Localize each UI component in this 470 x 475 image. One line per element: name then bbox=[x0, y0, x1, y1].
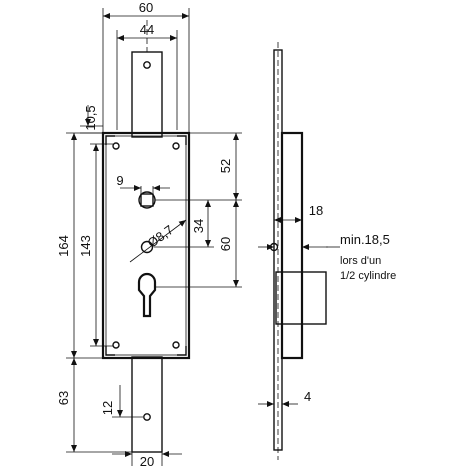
dim-mid-60: 60 bbox=[218, 237, 233, 251]
top-rod bbox=[131, 51, 163, 138]
round-hole bbox=[140, 240, 154, 254]
dim-square-9: 9 bbox=[116, 173, 123, 188]
front-dimensions: 60 44 10,5 164 143 52 60 34 bbox=[56, 0, 242, 469]
square-spindle-hole bbox=[140, 193, 154, 207]
bottom-rod bbox=[131, 356, 163, 453]
dim-depth-18: 18 bbox=[309, 203, 323, 218]
cylinder-cutout bbox=[137, 272, 157, 318]
dim-diameter: Ø8,7 bbox=[145, 222, 177, 251]
dim-slot-12: 12 bbox=[100, 401, 115, 415]
lock-body bbox=[101, 131, 191, 360]
front-view bbox=[101, 20, 191, 453]
dim-width-60: 60 bbox=[139, 0, 153, 15]
dim-plate-4: 4 bbox=[304, 389, 311, 404]
dim-offset-10-5: 10,5 bbox=[83, 105, 98, 130]
dim-height-143: 143 bbox=[78, 235, 93, 257]
lock-body-inner bbox=[105, 135, 187, 356]
top-rod-hole bbox=[143, 61, 151, 69]
dim-bar-20: 20 bbox=[140, 454, 154, 469]
dim-width-44: 44 bbox=[140, 22, 154, 37]
bottom-rod-hole bbox=[143, 413, 151, 421]
dim-bottom-63: 63 bbox=[56, 391, 71, 405]
side-cylinder bbox=[275, 271, 327, 325]
side-view bbox=[269, 42, 327, 460]
dim-min-18-5: min.18,5 bbox=[340, 232, 390, 247]
side-dimensions: 18 min.18,5 lors d'un 1/2 cylindre 4 bbox=[258, 203, 396, 410]
dim-gap-34: 34 bbox=[191, 219, 206, 233]
dim-height-164: 164 bbox=[56, 235, 71, 257]
note-line-2: 1/2 cylindre bbox=[340, 270, 396, 282]
note-line-1: lors d'un bbox=[340, 255, 381, 267]
corner-screws bbox=[105, 135, 187, 356]
dim-top-52: 52 bbox=[218, 159, 233, 173]
